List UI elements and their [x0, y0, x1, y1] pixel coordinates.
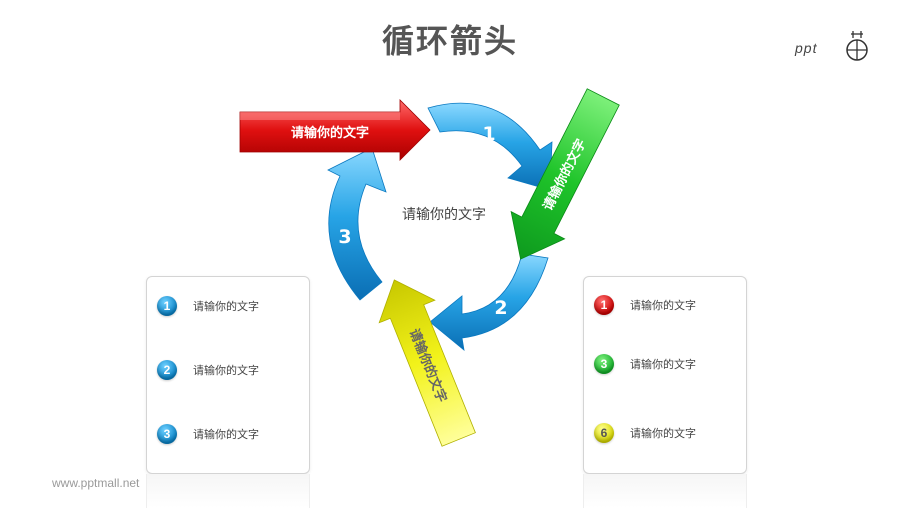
yellow-arrow: 请输你的文字 — [378, 279, 476, 447]
list-item-text: 请输你的文字 — [630, 299, 696, 312]
number-badge: 6 — [594, 423, 614, 443]
ppt-logo-icon — [846, 31, 868, 61]
red-arrow — [239, 99, 431, 161]
list-item: 1 请输你的文字 — [594, 294, 696, 316]
number-badge: 1 — [594, 295, 614, 315]
cycle-segment-3 — [327, 147, 387, 301]
list-item: 3 请输你的文字 — [594, 353, 696, 375]
right-panel-reflection — [583, 474, 747, 508]
center-text: 请输你的文字 — [402, 207, 486, 223]
ring-number-3: 3 — [338, 226, 351, 248]
cycle-segment-2 — [429, 253, 549, 351]
list-item-text: 请输你的文字 — [193, 300, 259, 313]
number-badge: 1 — [157, 296, 177, 316]
list-item: 3 请输你的文字 — [157, 423, 259, 445]
logo-text: ppt — [795, 40, 818, 56]
number-badge: 3 — [594, 354, 614, 374]
ppt-logo: ppt — [795, 30, 875, 64]
red-arrow-text: 请输你的文字 — [291, 125, 369, 141]
list-item-text: 请输你的文字 — [193, 364, 259, 377]
website-url: www.pptmall.net — [52, 476, 140, 490]
ring-number-1: 1 — [482, 123, 495, 145]
left-panel-reflection — [146, 474, 310, 508]
list-item-text: 请输你的文字 — [630, 427, 696, 440]
list-item: 1 请输你的文字 — [157, 295, 259, 317]
page-title: 循环箭头 — [381, 22, 518, 60]
green-arrow: 请输你的文字 — [510, 88, 620, 260]
number-badge: 3 — [157, 424, 177, 444]
cycle-segment-1 — [427, 102, 553, 191]
list-item-text: 请输你的文字 — [630, 358, 696, 371]
list-item-text: 请输你的文字 — [193, 428, 259, 441]
list-item: 6 请输你的文字 — [594, 422, 696, 444]
ring-number-2: 2 — [494, 297, 507, 319]
number-badge: 2 — [157, 360, 177, 380]
list-item: 2 请输你的文字 — [157, 359, 259, 381]
left-panel: 1 请输你的文字 2 请输你的文字 3 请输你的文字 — [146, 276, 310, 474]
right-panel: 1 请输你的文字 3 请输你的文字 6 请输你的文字 — [583, 276, 747, 474]
